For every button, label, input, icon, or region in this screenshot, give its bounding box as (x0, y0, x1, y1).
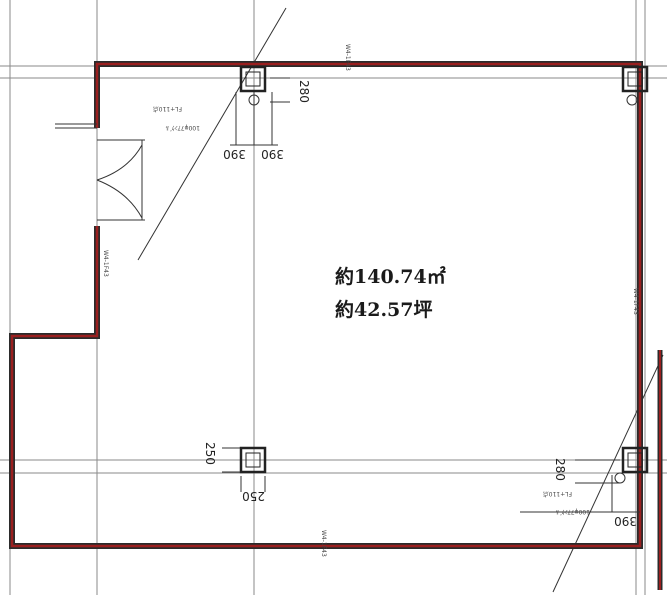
annotation-wall-code-left: W4-1F43 (102, 250, 109, 277)
column-top-left (239, 65, 267, 93)
diagonal-lines (137, 7, 664, 593)
door-swing (55, 123, 145, 221)
annotation-stair-bottom: 100φ7ｱﾝｸﾞﾙ (556, 508, 590, 515)
drain-symbol-bottom (614, 472, 626, 484)
dimension-lines-bottom-left (222, 447, 266, 492)
drain-symbol-right (626, 94, 638, 106)
annotation-wall-code-right: W4-1F43 (632, 288, 639, 315)
dimension-lines-bottom-right (520, 459, 640, 513)
dim-250-vertical: 250 (203, 442, 217, 465)
annotation-wall-code-top: W4-1F43 (344, 44, 351, 71)
area-sqm-label: 約140.74㎡ (335, 266, 446, 288)
dim-390-right: 390 (261, 147, 284, 161)
area-tsubo-label: 約42.57坪 (335, 299, 433, 321)
outer-wall (9, 61, 643, 549)
dimension-lines-top (230, 77, 290, 146)
annotation-fl-top: FL+110点 (153, 105, 182, 113)
dim-390-left: 390 (223, 147, 246, 161)
dim-250-horizontal: 250 (242, 489, 265, 503)
annotation-wall-code-bottom: W4-1F43 (320, 530, 327, 557)
dim-390-bottom: 390 (614, 514, 637, 528)
dim-280-top: 280 (297, 80, 311, 103)
column-bottom-left (239, 446, 267, 474)
column-bottom-right (621, 446, 649, 474)
column-top-right (621, 65, 649, 93)
annotation-stair-top: 100φ7ｱﾝｸﾞﾙ (166, 124, 200, 131)
dim-280-bottom: 280 (553, 458, 567, 481)
annotation-fl-bottom: FL+110点 (543, 490, 572, 498)
